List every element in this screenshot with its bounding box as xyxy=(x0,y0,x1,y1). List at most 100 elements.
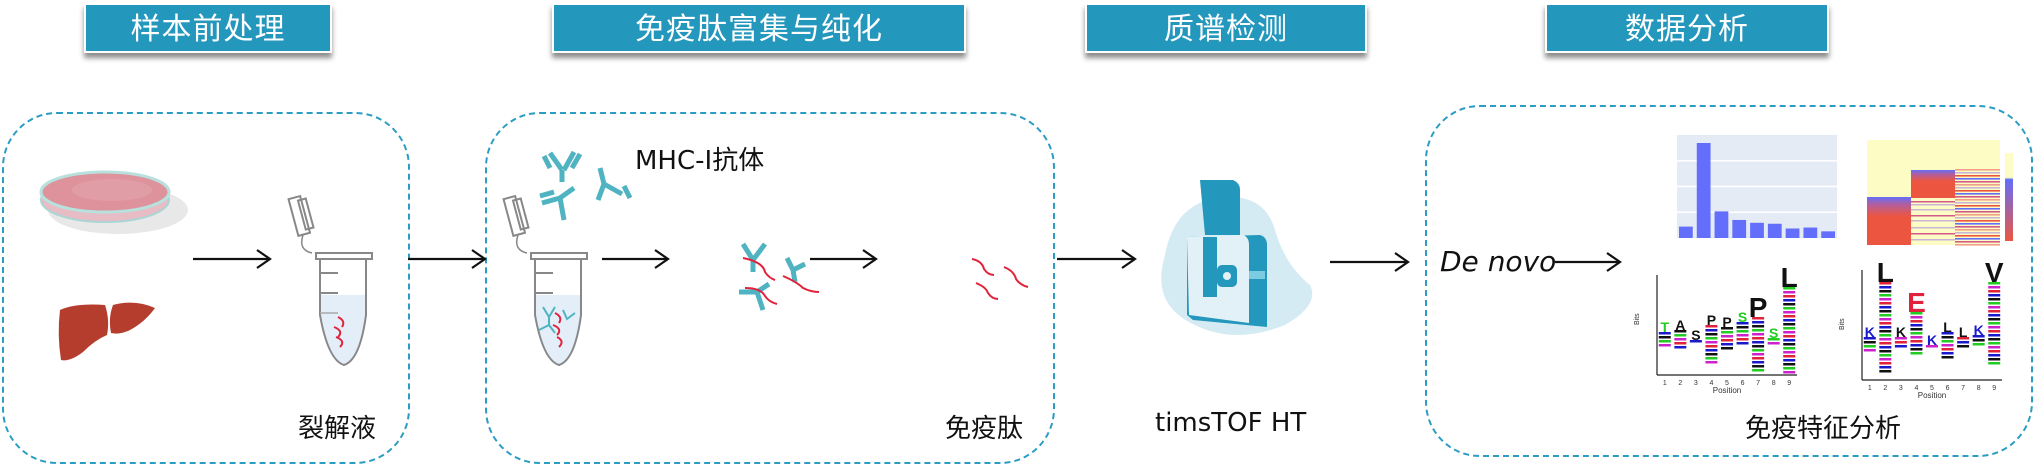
heatmap-stripe xyxy=(1911,233,1955,235)
heatmap-stripe xyxy=(1955,196,2000,198)
logo-stripe xyxy=(1910,340,1923,343)
heatmap-col-2 xyxy=(1911,170,1955,198)
logo-stripe xyxy=(1988,314,2001,317)
antibody-icon xyxy=(595,167,633,201)
heatmap-stripe xyxy=(1955,238,2000,240)
heatmap-stripe xyxy=(1955,199,2000,201)
x-tick-label: 3 xyxy=(1899,385,1903,392)
heatmap-stripe xyxy=(1911,220,1955,222)
logo-stripe xyxy=(1879,310,1892,313)
logo-stripe xyxy=(1957,341,1970,344)
logo-stripe xyxy=(1988,326,2001,329)
mass-spectrometer-icon xyxy=(1161,180,1313,335)
logo-stripe xyxy=(1705,361,1718,364)
heatmap-stripe xyxy=(1955,220,2000,222)
stage-header-enrichment: 免疫肽富集与纯化 xyxy=(552,3,966,53)
lysate-label: 裂解液 xyxy=(298,414,377,444)
logo-stripe xyxy=(1736,330,1749,333)
logo-stripe xyxy=(1972,343,1985,346)
heatmap-stripe xyxy=(1955,175,2000,177)
logo-stripe xyxy=(1783,291,1796,294)
instrument-label: timsTOF HT xyxy=(1155,408,1307,438)
x-tick-label: 6 xyxy=(1741,380,1745,387)
logo-stripe xyxy=(1767,342,1780,345)
logo-stripe xyxy=(1752,317,1765,320)
logo-stripe xyxy=(1863,341,1876,344)
logo-stripe xyxy=(1783,299,1796,302)
logo-stripe xyxy=(1894,345,1907,348)
heatmap-stripe xyxy=(1955,244,2000,246)
logo-letter: A xyxy=(1675,317,1685,333)
x-tick-label: 4 xyxy=(1914,385,1918,392)
logo-stripe xyxy=(1721,343,1733,346)
logo-stripe xyxy=(1910,336,1923,339)
logo-letter: E xyxy=(1907,287,1926,318)
logo-stripe xyxy=(1972,339,1985,342)
logo-stripe xyxy=(1783,307,1796,310)
arrow-4 xyxy=(810,249,878,269)
logo-letter: K xyxy=(1896,324,1906,340)
logo-stripe xyxy=(1783,335,1796,338)
logo-stripe xyxy=(1879,342,1892,345)
analysis-box xyxy=(1425,105,2033,457)
logo-stripe xyxy=(1988,290,2001,293)
logo-stripe xyxy=(1879,366,1892,369)
heatmap-stripe xyxy=(1955,202,2000,204)
immunopeptide-label: 免疫肽 xyxy=(945,414,1024,444)
logo-stripe xyxy=(1752,365,1765,368)
logo-stripe xyxy=(1988,322,2001,325)
logo-stripe xyxy=(1988,358,2001,361)
bar xyxy=(1821,231,1835,238)
peptide-length-bar-chart xyxy=(1677,135,1837,238)
logo-stripe xyxy=(1941,348,1954,351)
heatmap-stripe xyxy=(1955,223,2000,225)
x-tick-label: 4 xyxy=(1709,380,1713,387)
heatmap-stripe xyxy=(1955,241,2000,243)
logo-stripe xyxy=(1879,338,1892,341)
logo-stripe xyxy=(1736,326,1749,329)
logo-stripe xyxy=(1941,332,1954,335)
logo-stripe xyxy=(1988,310,2001,313)
logo-stripe xyxy=(1879,298,1892,301)
logo-stripe xyxy=(1988,298,2001,301)
logo-stripe xyxy=(1988,306,2001,309)
logo-letter: P xyxy=(1722,314,1731,330)
peptide-icons xyxy=(971,258,1029,300)
logo-letter: K xyxy=(1974,322,1984,338)
logo-stripe xyxy=(1783,351,1796,354)
logo-stripe xyxy=(1988,286,2001,289)
logo-stripe xyxy=(1894,337,1907,340)
y-axis-label: Bits xyxy=(1839,318,1846,330)
logo-stripe xyxy=(1721,331,1733,334)
logo-stripe xyxy=(1705,357,1718,360)
bar xyxy=(1750,222,1764,238)
logo-stripe xyxy=(1705,349,1718,352)
logo-stripe xyxy=(1658,344,1671,347)
logo-stripe xyxy=(1689,340,1702,343)
logo-stripe xyxy=(1910,344,1923,347)
heatmap-stripe xyxy=(1955,217,2000,219)
logo-stripe xyxy=(1988,342,2001,345)
logo-stripe xyxy=(1972,335,1985,338)
petri-dish-icon xyxy=(39,170,188,234)
heatmap-stripe xyxy=(1955,226,2000,228)
logo-stripe xyxy=(1783,363,1796,366)
logo-stripe xyxy=(1879,322,1892,325)
arrow-6 xyxy=(1330,252,1410,272)
logo-stripe xyxy=(1988,350,2001,353)
antibody-icons xyxy=(539,150,633,221)
logo-stripe xyxy=(1910,332,1923,335)
stage-header-data-analysis: 数据分析 xyxy=(1545,3,1829,53)
heatmap-stripe xyxy=(1911,239,1955,241)
logo-stripe xyxy=(1879,326,1892,329)
bar xyxy=(1803,227,1818,238)
logo-stripe xyxy=(1910,324,1923,327)
logo-stripe xyxy=(1783,287,1796,290)
logo-stripe xyxy=(1879,314,1892,317)
logo-stripe xyxy=(1752,349,1765,352)
logo-stripe xyxy=(1879,282,1892,285)
logo-stripe xyxy=(1783,327,1796,330)
logo-stripe xyxy=(1879,294,1892,297)
